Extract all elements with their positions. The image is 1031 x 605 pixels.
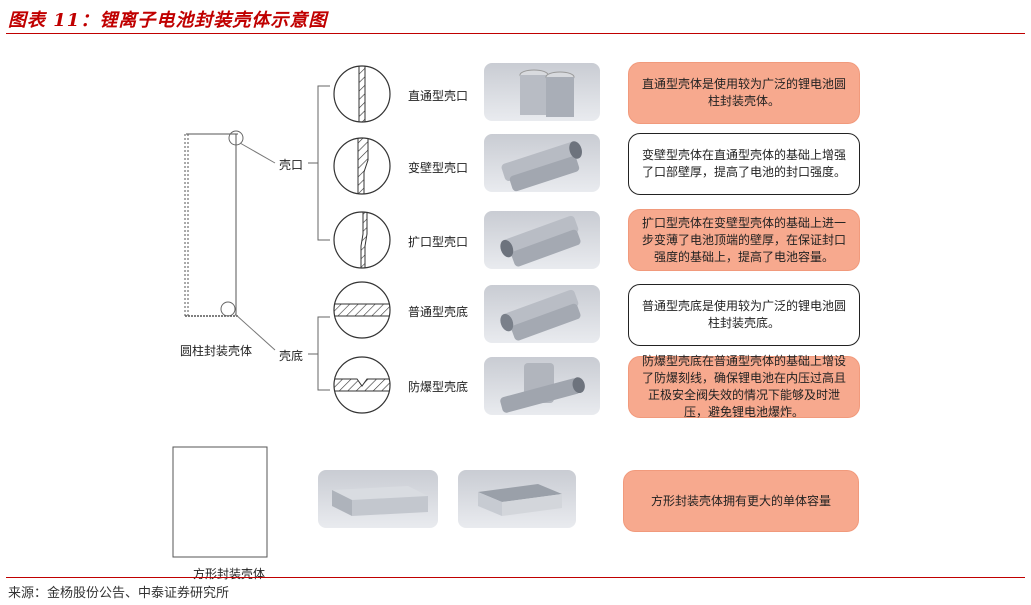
mouth-branch-label: 壳口	[279, 158, 304, 172]
source-note: 来源：金杨股份公告、中泰证券研究所	[8, 586, 230, 601]
variable-wall-mouth-detail	[333, 137, 391, 195]
straight-mouth-detail	[333, 65, 391, 123]
row-type-label: 防爆型壳底	[408, 380, 469, 394]
row-type-label: 变壁型壳口	[408, 161, 469, 175]
battery-shell-photo	[484, 357, 600, 415]
square-shell-photo	[318, 470, 438, 528]
figure-title: 图表 11：锂离子电池封装壳体示意图	[8, 10, 328, 31]
bottom-branch-label: 壳底	[279, 349, 304, 363]
explosion-proof-bottom-detail	[333, 356, 391, 414]
row-type-label: 普通型壳底	[408, 305, 469, 319]
footer-rule	[6, 577, 1025, 578]
cylinder-shell-drawing	[184, 130, 276, 351]
flared-mouth-detail	[333, 211, 391, 269]
row-type-label: 扩口型壳口	[408, 235, 469, 249]
battery-shell-photo	[484, 63, 600, 121]
square-shell-label: 方形封装壳体	[193, 567, 266, 581]
battery-shell-photo	[484, 211, 600, 269]
description-box: 直通型壳体是使用较为广泛的锂电池圆柱封装壳体。	[628, 62, 860, 124]
bottom-bracket	[308, 316, 330, 391]
description-box: 变壁型壳体在直通型壳体的基础上增强了口部壁厚，提高了电池的封口强度。	[628, 133, 860, 195]
title-rule	[6, 33, 1025, 34]
mouth-bracket	[308, 85, 330, 241]
battery-shell-photo	[484, 285, 600, 343]
cylinder-shell-label: 圆柱封装壳体	[180, 344, 253, 358]
battery-shell-photo	[484, 134, 600, 192]
description-box: 扩口型壳体在变壁型壳体的基础上进一步变薄了电池顶端的壁厚，在保证封口强度的基础上…	[628, 209, 860, 271]
description-box: 普通型壳底是使用较为广泛的锂电池圆柱封装壳底。	[628, 284, 860, 346]
description-box: 方形封装壳体拥有更大的单体容量	[623, 470, 859, 532]
normal-bottom-detail	[333, 281, 391, 339]
description-box: 防爆型壳底在普通型壳体的基础上增设了防爆刻线，确保锂电池在内压过高且正极安全阀失…	[628, 354, 860, 419]
row-type-label: 直通型壳口	[408, 89, 469, 103]
square-shell-photo	[458, 470, 576, 528]
square-shell-drawing	[172, 446, 268, 558]
